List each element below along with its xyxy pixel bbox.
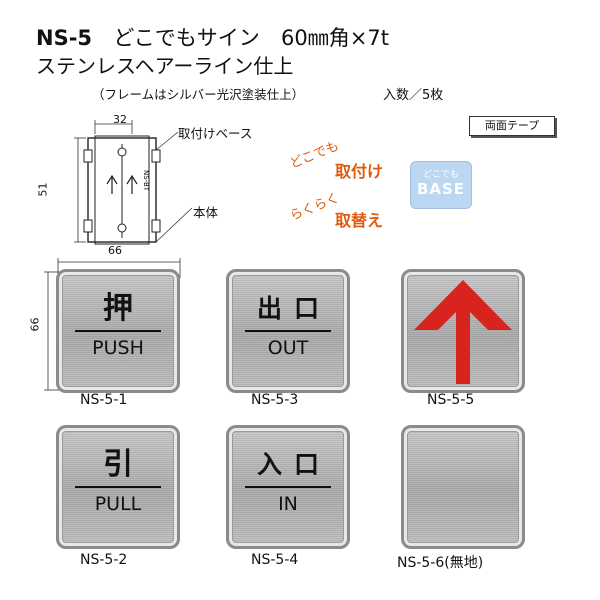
promo-word-1: 取付け [335,162,384,181]
promo-word-2: 取替え [335,211,384,230]
promo-arc-2: らくらく [287,190,342,225]
base-label: 取付けベース [178,126,253,141]
dim-top-label: 32 [113,113,127,126]
caption-ns-5-1: NS-5-1 [80,392,128,408]
caption-ns-5-4: NS-5-4 [251,552,299,568]
sign-pull-kanji: 引 [103,447,133,482]
product-title: NS-5 どこでもサイン 60㎜角×7t [36,22,403,52]
sign-in-english: IN [278,493,298,515]
arrow-up-icon [414,280,512,384]
sign-push: 押 PUSH [56,269,180,393]
sign-push-english: PUSH [92,337,144,359]
sign-pull-english: PULL [94,493,142,515]
sign-out-kanji: 出口 [256,294,331,323]
sign-pull: 引 PULL [56,425,180,549]
tape-badge: 両面テープ [469,116,555,136]
caption-ns-5-3: NS-5-3 [251,392,299,408]
product-size: 60㎜角×7t [281,26,389,50]
product-finish: ステンレスヘアーライン仕上 [36,54,294,78]
sign-blank [401,425,525,549]
dim-side-label: 51 [36,182,50,197]
sign-out-english: OUT [267,337,309,359]
badge-base-text: BASE [416,180,466,198]
sign-push-kanji: 押 [103,291,133,326]
sign-arrow [401,269,525,393]
product-name: どこでもサイン [113,26,260,50]
caption-ns-5-2: NS-5-2 [80,552,128,568]
base-badge: どこでも BASE [410,161,472,209]
sign-in: 入口 IN [226,425,350,549]
quantity-label: 入数／5枚 [383,88,444,103]
caption-ns-5-5: NS-5-5 [427,392,475,408]
frame-note: （フレームはシルバー光沢塗装仕上） [92,87,305,102]
badge-top-text: どこでも [423,170,459,180]
dim-width-label: 66 [108,244,122,257]
sign-in-kanji: 入口 [256,450,331,479]
body-label: 本体 [193,205,219,220]
sign-dimension-lines [44,258,181,391]
sign-out: 出口 OUT [226,269,350,393]
base-plate-icon: NS-BT [74,120,193,245]
caption-ns-5-6: NS-5-6(無地) [397,555,484,571]
promo-arc-1: どこでも [287,138,342,172]
base-mark-text: NS-BT [142,170,150,192]
product-code: NS-5 [36,26,93,50]
dim-height-label: 66 [28,317,42,332]
